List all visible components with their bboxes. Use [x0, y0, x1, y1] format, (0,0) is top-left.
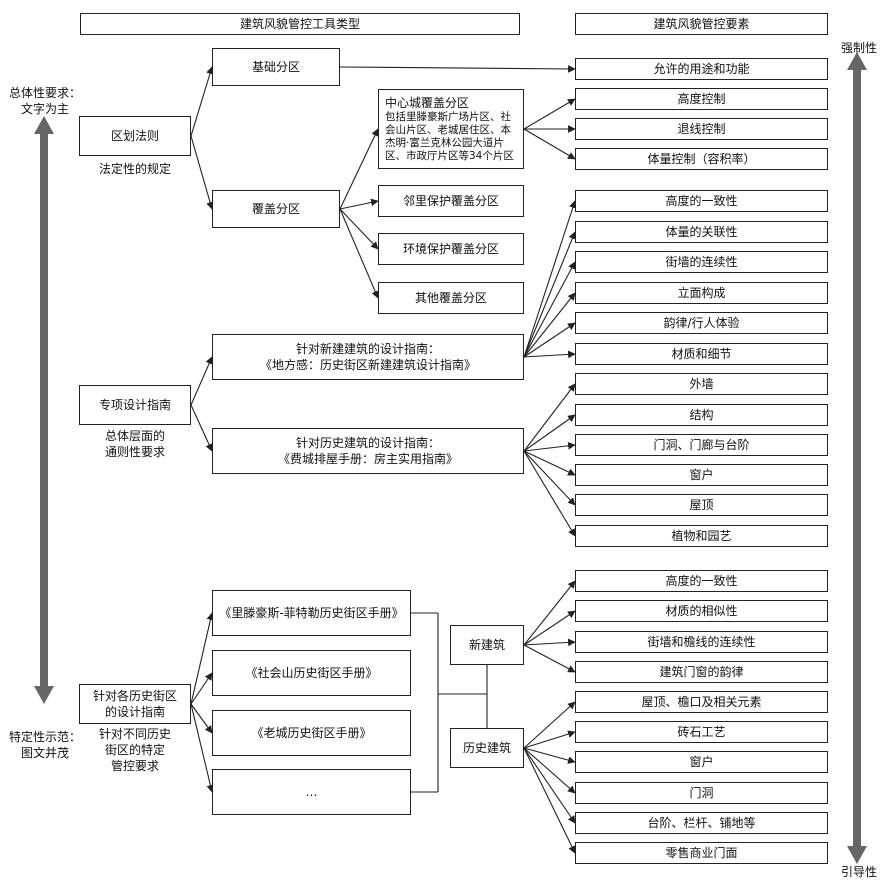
- historic-guide-to-element-arrow: [523, 450, 576, 537]
- new-guide-to-element-arrow: [523, 322, 576, 358]
- element-box: 外墙: [575, 373, 828, 395]
- manual-more-box: …: [212, 769, 411, 815]
- guide-to-historic-arrow: [190, 404, 213, 452]
- element-box: 窗户: [575, 751, 828, 773]
- historic-guide-to-element-arrow: [523, 441, 576, 452]
- center-city-overlay-title: 中心城覆盖分区: [385, 95, 470, 110]
- element-box: 街墙的连续性: [575, 251, 828, 273]
- element-box: 砖石工艺: [575, 721, 828, 743]
- element-box: 高度控制: [575, 88, 828, 110]
- element-box: 建筑门窗的韵律: [575, 661, 828, 683]
- element-box: 街墙和檐线的连续性: [575, 631, 828, 653]
- manual-society-hill-box: 《社会山历史街区手册》: [212, 650, 411, 696]
- new-type-to-element-arrow: [523, 580, 576, 646]
- new-guide-to-element-arrow: [523, 261, 576, 358]
- historic-type-to-element-arrow: [523, 730, 576, 749]
- element-box: 植物和园艺: [575, 525, 828, 547]
- element-box: 立面构成: [575, 282, 828, 304]
- element-box: 零售商业门面: [575, 842, 828, 864]
- district-guide-tool-box: 针对各历史街区 的设计指南: [79, 684, 191, 724]
- element-box: 材质和细节: [575, 343, 828, 365]
- base-to-uses-arrow: [339, 65, 576, 73]
- other-overlay-box: 其他覆盖分区: [378, 282, 524, 314]
- historic-guide-to-element-arrow: [523, 450, 576, 506]
- new-type-to-element-arrow: [523, 638, 576, 647]
- historic-type-to-element-arrow: [523, 747, 576, 764]
- new-guide-to-element-arrow: [523, 231, 576, 358]
- right-axis-top-label: 强制性: [840, 41, 877, 55]
- historic-building-guide-box: 针对历史建筑的设计指南： 《费城排屋手册：房主实用指南》: [212, 428, 524, 474]
- overlay-to-neighborhood-arrow: [339, 198, 379, 210]
- element-box: 门洞、门廊与台阶: [575, 434, 828, 456]
- historic-type-to-element-arrow: [523, 747, 576, 824]
- overlay-to-other-arrow: [339, 208, 379, 299]
- center-city-overlay-box: 中心城覆盖分区 包括里滕豪斯广场片区、社 会山片区、老城居住区、本 杰明·富兰克…: [378, 89, 524, 169]
- new-guide-to-element-arrow: [523, 200, 577, 358]
- zoning-tool-box: 区划法则: [79, 116, 191, 156]
- tool-types-header: 建筑风貌管控工具类型: [80, 13, 520, 35]
- left-axis-top-label: 总体性要求： 文字为主: [8, 86, 81, 116]
- base-zone-box: 基础分区: [212, 48, 340, 86]
- new-building-type-box: 新建筑: [450, 625, 524, 665]
- historic-guide-to-element-arrow: [523, 450, 576, 476]
- left-axis-arrow: [34, 116, 54, 704]
- new-guide-to-element-arrow: [523, 292, 576, 358]
- manual-old-city-box: 《老城历史街区手册》: [212, 710, 411, 756]
- design-guide-note: 总体层面的 通则性要求: [104, 429, 165, 459]
- guide-to-new-arrow: [190, 356, 213, 406]
- district-to-manual-arrow: [190, 612, 215, 705]
- new-type-to-element-arrow: [523, 610, 576, 646]
- element-box: 体量的关联性: [575, 221, 828, 243]
- element-box: 窗户: [575, 464, 828, 486]
- right-axis-bottom-label: 引导性: [840, 865, 877, 879]
- new-guide-to-element-arrow: [523, 350, 576, 359]
- new-type-to-element-arrow: [523, 644, 576, 673]
- overlay-zone-box: 覆盖分区: [212, 190, 340, 228]
- element-box: 门洞: [575, 782, 828, 804]
- historic-guide-to-element-arrow: [523, 383, 576, 452]
- element-box: 结构: [575, 404, 828, 426]
- elements-header: 建筑风貌管控要素: [575, 13, 828, 35]
- historic-type-to-element-arrow: [523, 747, 576, 854]
- district-to-manual-arrow: [190, 703, 213, 734]
- element-box: 材质的相似性: [575, 600, 828, 622]
- element-box: 退线控制: [575, 118, 828, 140]
- district-guide-note: 针对不同历史 街区的特定 管控要求: [98, 727, 171, 773]
- element-box: 允许的用途和功能: [575, 58, 828, 80]
- element-box: 体量控制（容积率）: [575, 148, 828, 170]
- left-axis-bottom-label: 特定性示范： 图文并茂: [8, 730, 81, 760]
- zoning-to-base-arrow: [190, 66, 214, 137]
- element-box: 韵律/行人体验: [575, 312, 828, 334]
- center-to-element-arrow: [523, 128, 576, 160]
- design-guide-tool-box: 专项设计指南: [79, 385, 191, 425]
- element-box: 屋顶、檐口及相关元素: [575, 691, 828, 713]
- element-box: 高度的一致性: [575, 190, 828, 212]
- district-to-manual-arrow: [190, 672, 213, 705]
- environment-overlay-box: 环境保护覆盖分区: [378, 233, 524, 265]
- center-city-overlay-detail: 包括里滕豪斯广场片区、社 会山片区、老城居住区、本 杰明·富兰克林公园大道片 区…: [385, 110, 514, 162]
- historic-guide-to-element-arrow: [523, 414, 576, 452]
- historic-type-to-element-arrow: [523, 747, 576, 794]
- center-to-element-arrow: [523, 98, 576, 130]
- manual-rittenhouse-box: 《里滕豪斯-菲特勒历史街区手册》: [212, 590, 411, 636]
- new-building-guide-box: 针对新建建筑的设计指南： 《地方感：历史街区新建建筑设计指南》: [212, 334, 524, 380]
- district-to-manual-arrow: [190, 703, 215, 793]
- historic-building-type-box: 历史建筑: [450, 728, 524, 768]
- right-axis-arrow: [847, 52, 867, 864]
- overlay-to-environment-arrow: [339, 208, 379, 250]
- element-box: 台阶、栏杆、铺地等: [575, 812, 828, 834]
- element-box: 屋顶: [575, 494, 828, 516]
- neighborhood-overlay-box: 邻里保护覆盖分区: [378, 185, 524, 217]
- overlay-to-center-arrow: [339, 128, 379, 210]
- historic-type-to-element-arrow: [523, 701, 576, 749]
- zoning-to-overlay-arrow: [190, 135, 214, 210]
- zoning-note: 法定性的规定: [98, 162, 171, 176]
- element-box: 高度的一致性: [575, 570, 828, 592]
